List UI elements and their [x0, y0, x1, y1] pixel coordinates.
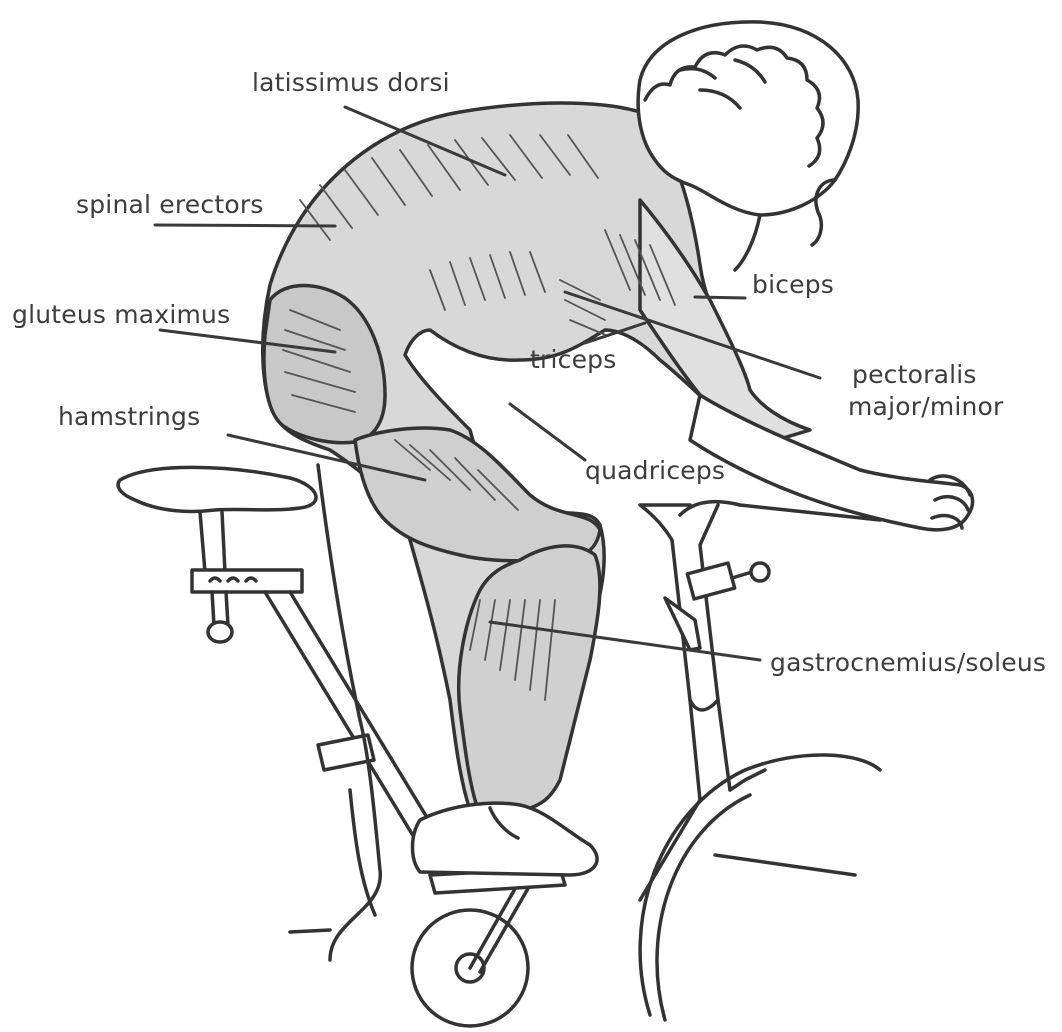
label-biceps: biceps — [752, 270, 834, 300]
label-quadriceps: quadriceps — [585, 456, 725, 486]
label-triceps: triceps — [530, 345, 616, 375]
leader-spinal-erectors — [155, 225, 335, 226]
label-spinal-erectors: spinal erectors — [76, 190, 264, 220]
leader-quadriceps — [510, 404, 585, 460]
label-gluteus-maximus: gluteus maximus — [12, 300, 230, 330]
leader-biceps — [695, 297, 745, 298]
label-latissimus-dorsi: latissimus dorsi — [252, 68, 450, 98]
label-hamstrings: hamstrings — [58, 402, 200, 432]
label-pectoralis-line1: pectoralis — [852, 360, 977, 390]
label-gastrocnemius-soleus: gastrocnemius/soleus — [770, 648, 1046, 678]
label-pectoralis-line2: major/minor — [848, 392, 1004, 422]
